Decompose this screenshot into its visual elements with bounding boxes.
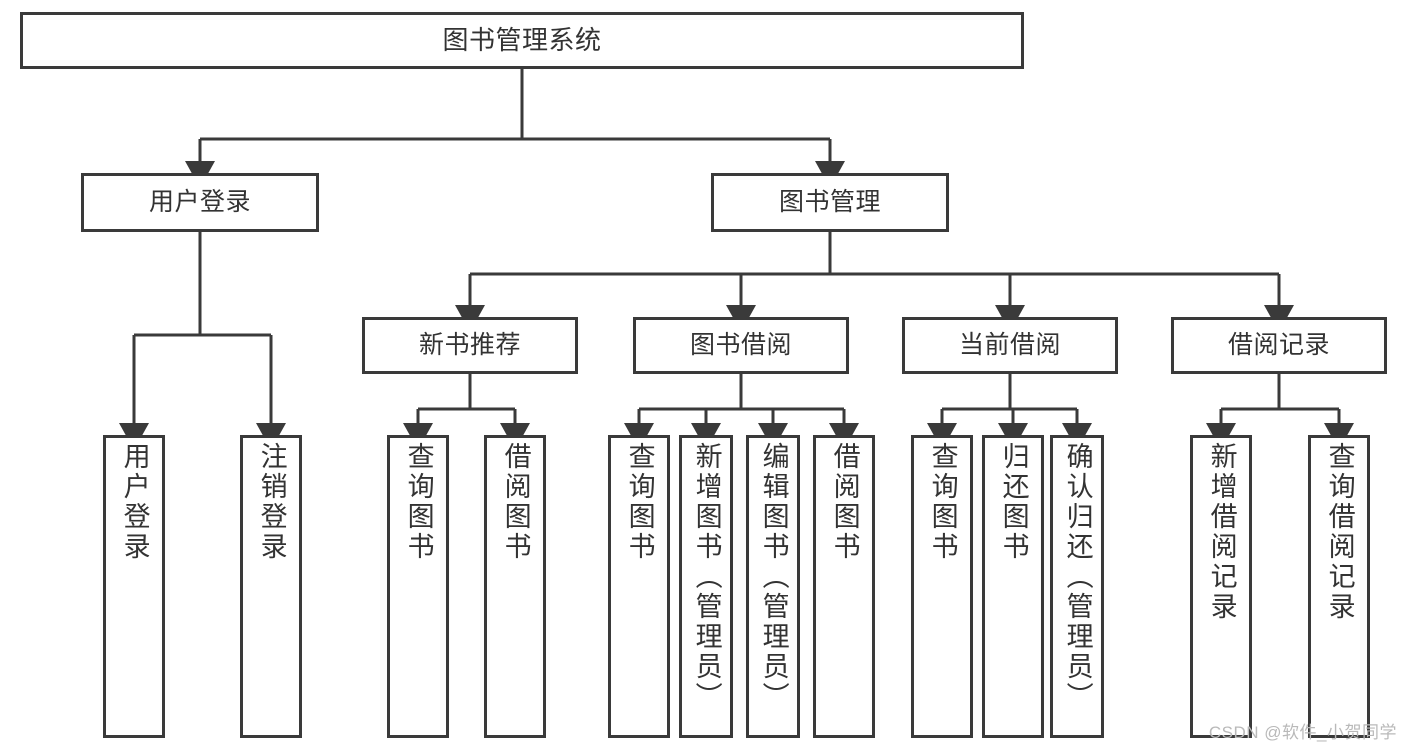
node-label: 查询图书 (624, 442, 655, 562)
node-book-borrow[interactable]: 图书借阅 (633, 317, 849, 374)
node-label: 新书推荐 (418, 331, 521, 359)
node-leaf-query-book-borrow[interactable]: 查询图书 (608, 435, 670, 738)
node-leaf-add-book-admin[interactable]: 新增图书（管理员） (679, 435, 733, 738)
node-label: 图书借阅 (689, 331, 792, 359)
node-leaf-edit-book-admin[interactable]: 编辑图书（管理员） (746, 435, 800, 738)
node-leaf-borrow-book-recommend[interactable]: 借阅图书 (484, 435, 546, 738)
node-label: 编辑图书（管理员） (758, 442, 789, 712)
node-user-login[interactable]: 用户登录 (81, 173, 319, 232)
node-label: 查询图书 (927, 442, 958, 562)
node-leaf-user-login[interactable]: 用户登录 (103, 435, 165, 738)
node-leaf-add-borrow-record[interactable]: 新增借阅记录 (1190, 435, 1252, 738)
node-label: 归还图书 (998, 442, 1029, 562)
node-label: 注销登录 (256, 442, 287, 562)
node-label: 查询借阅记录 (1324, 442, 1355, 622)
node-leaf-confirm-return-admin[interactable]: 确认归还（管理员） (1050, 435, 1104, 738)
node-book-manage[interactable]: 图书管理 (711, 173, 949, 232)
node-label: 新增借阅记录 (1206, 442, 1237, 622)
node-leaf-user-logout[interactable]: 注销登录 (240, 435, 302, 738)
node-label: 借阅记录 (1227, 331, 1330, 359)
node-leaf-return-book[interactable]: 归还图书 (982, 435, 1044, 738)
node-leaf-borrow-book[interactable]: 借阅图书 (813, 435, 875, 738)
node-leaf-query-borrow-record[interactable]: 查询借阅记录 (1308, 435, 1370, 738)
watermark: CSDN @软件_小贺同学 (1208, 723, 1397, 742)
node-label: 图书管理系统 (442, 25, 602, 56)
node-borrow-record[interactable]: 借阅记录 (1171, 317, 1387, 374)
node-new-book-recommend[interactable]: 新书推荐 (362, 317, 578, 374)
node-label: 用户登录 (119, 442, 150, 562)
node-leaf-query-book-current[interactable]: 查询图书 (911, 435, 973, 738)
node-label: 确认归还（管理员） (1062, 442, 1093, 712)
node-label: 用户登录 (148, 188, 251, 216)
node-label: 当前借阅 (958, 331, 1061, 359)
node-label: 图书管理 (778, 188, 881, 216)
node-leaf-query-book-recommend[interactable]: 查询图书 (387, 435, 449, 738)
node-root[interactable]: 图书管理系统 (20, 12, 1024, 69)
node-current-borrow[interactable]: 当前借阅 (902, 317, 1118, 374)
node-label: 借阅图书 (500, 442, 531, 562)
node-label: 查询图书 (403, 442, 434, 562)
node-label: 借阅图书 (829, 442, 860, 562)
node-label: 新增图书（管理员） (691, 442, 722, 712)
